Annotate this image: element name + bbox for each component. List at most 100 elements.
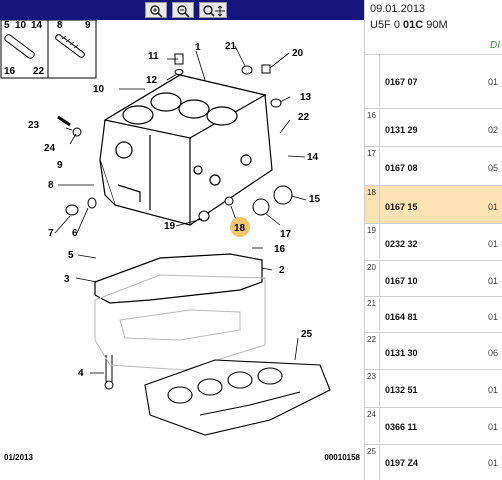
part-row-index: 25: [365, 445, 380, 480]
part-row-selected[interactable]: 18 0167 15 01: [365, 186, 502, 224]
part-row-index: 16: [365, 109, 380, 146]
callout-19: 19: [164, 221, 176, 232]
callout-14: 14: [307, 152, 319, 163]
callout-8: 8: [48, 180, 54, 191]
callout-16: 16: [274, 244, 286, 255]
catalog-code-prefix: U5F 0: [370, 19, 404, 31]
zoom-fit-icon: [203, 5, 225, 17]
diagram-date-footer: 01/2013: [4, 453, 33, 462]
part-row-index: 17: [365, 147, 380, 185]
part-row-index: 19: [365, 224, 380, 260]
callout-21: 21: [225, 41, 237, 52]
callout-18: 18: [234, 223, 246, 234]
zoom-in-button[interactable]: [145, 2, 167, 18]
inset-label-14: 14: [31, 20, 43, 31]
catalog-date: 09.01.2013: [370, 3, 426, 15]
part-row-qty: 01: [488, 77, 499, 87]
part-row-ref: 0167 08: [385, 163, 418, 173]
leader-lines: [54, 45, 307, 374]
part-row-qty: 01: [488, 202, 499, 212]
part-row-qty: 01: [488, 312, 499, 322]
callout-7: 7: [48, 228, 54, 239]
callout-4: 4: [78, 368, 84, 379]
part-row-ref: 0131 30: [385, 348, 418, 358]
part-row-ref: 0197 Z4: [385, 458, 419, 468]
part-row[interactable]: 22 0131 30 06: [365, 333, 502, 370]
part-row-ref: 0167 10: [385, 276, 418, 286]
callout-25: 25: [301, 329, 313, 340]
catalog-code-bold: 01C: [403, 19, 424, 31]
callout-2: 2: [279, 265, 285, 276]
inset-label-10: 10: [15, 20, 27, 31]
callout-22: 22: [298, 112, 310, 123]
callout-1: 1: [195, 42, 201, 53]
part-row-index: 22: [365, 333, 380, 369]
callout-15: 15: [309, 194, 321, 205]
part-row-ref: 0366 11: [385, 422, 418, 432]
part-row-qty: 06: [488, 348, 499, 358]
part-row-ref: 0164 81: [385, 312, 418, 322]
part-row-qty: 01: [488, 276, 499, 286]
engine-block-exploded-drawing: 5 10 14 8 9 16 22: [0, 20, 331, 436]
callout-6: 6: [72, 228, 78, 239]
diagram-ref-footer: 00010158: [324, 453, 360, 462]
callout-9: 9: [57, 160, 63, 171]
parts-subheader: DI: [365, 38, 502, 55]
callout-13: 13: [300, 92, 312, 103]
part-row-qty: 01: [488, 239, 499, 249]
part-row-index: 18: [365, 186, 380, 223]
inset-label-8: 8: [57, 20, 63, 31]
callout-12: 12: [146, 75, 158, 86]
zoom-out-icon: [177, 5, 190, 18]
callout-11: 11: [148, 51, 159, 62]
sump-gasket: [94, 253, 263, 304]
zoom-fit-button[interactable]: [199, 2, 227, 18]
inset-label-9: 9: [85, 20, 91, 31]
zoom-in-icon: [150, 5, 163, 18]
part-row-qty: 01: [488, 385, 499, 395]
exploded-diagram-panel[interactable]: 5 10 14 8 9 16 22: [0, 0, 365, 480]
part-row[interactable]: 19 0232 32 01: [365, 224, 502, 261]
part-row[interactable]: 20 0167 10 01: [365, 261, 502, 297]
part-row-qty: 01: [488, 422, 499, 432]
part-row-index: 20: [365, 261, 380, 296]
part-row-index: 23: [365, 370, 380, 407]
callout-20: 20: [292, 48, 304, 59]
part-row[interactable]: 16 0131 29 02: [365, 109, 502, 147]
catalog-code: U5F 0 01C 90M: [370, 19, 448, 31]
part-row-ref: 0131 29: [385, 125, 418, 135]
callout-18-highlight: [230, 217, 250, 237]
callout-24: 24: [44, 143, 56, 154]
callout-10: 10: [93, 84, 105, 95]
part-row[interactable]: 25 0197 Z4 01: [365, 445, 502, 480]
part-row-qty: 05: [488, 163, 499, 173]
part-row-qty: 01: [488, 458, 499, 468]
part-row-ref: 0132 51: [385, 385, 418, 395]
part-row[interactable]: 17 0167 08 05: [365, 147, 502, 186]
inset-box: 5 10 14 8 9 16 22: [0, 20, 97, 79]
inset-label-22: 22: [33, 66, 45, 77]
part-row[interactable]: 23 0132 51 01: [365, 370, 502, 408]
parts-list-panel: 09.01.2013 U5F 0 01C 90M DI 0167 07 01 1…: [365, 0, 502, 480]
lower-block: [94, 274, 266, 371]
part-row-ref: 0232 32: [385, 239, 418, 249]
zoom-out-button[interactable]: [172, 2, 194, 18]
catalog-code-suffix: 90M: [423, 19, 448, 31]
inset-label-16: 16: [4, 66, 16, 77]
callout-23: 23: [28, 120, 40, 131]
part-row[interactable]: 21 0164 81 01: [365, 297, 502, 333]
inset-label-5: 5: [4, 20, 10, 31]
engine-block: [99, 74, 273, 226]
part-row[interactable]: 0167 07 01: [365, 55, 502, 109]
part-row-ref: 0167 15: [385, 202, 418, 212]
diagram-toolbar: [0, 0, 364, 20]
callout-17: 17: [280, 229, 292, 240]
part-row-ref: 0167 07: [385, 77, 418, 87]
part-row[interactable]: 24 0366 11 01: [365, 408, 502, 445]
part-row-index: 21: [365, 297, 380, 332]
parts-subheader-label: DI: [490, 40, 500, 51]
part-row-qty: 02: [488, 125, 499, 135]
callout-5: 5: [68, 250, 74, 261]
part-row-index: [365, 55, 380, 108]
callout-3: 3: [64, 274, 70, 285]
